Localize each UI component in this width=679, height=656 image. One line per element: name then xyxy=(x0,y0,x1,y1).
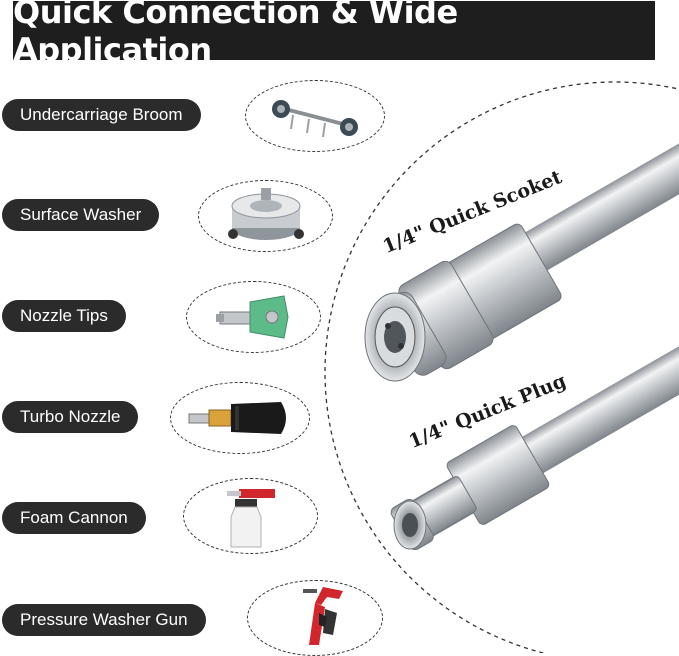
nozzle-tip-icon xyxy=(214,292,294,342)
foam-cannon-circle xyxy=(183,478,318,554)
surface-washer-icon xyxy=(221,184,311,248)
foam-cannon-icon xyxy=(211,481,291,551)
turbo-nozzle-circle xyxy=(170,382,310,454)
pressure-washer-gun-icon xyxy=(275,583,355,653)
application-pill-nozzle-tips: Nozzle Tips xyxy=(2,300,126,332)
undercarriage-broom-circle xyxy=(245,80,385,152)
application-pill-foam-cannon: Foam Cannon xyxy=(2,502,146,534)
pressure-washer-gun-circle xyxy=(247,580,383,656)
turbo-nozzle-icon xyxy=(185,396,295,440)
nozzle-tips-circle xyxy=(186,281,321,353)
application-pill-surface-washer: Surface Washer xyxy=(2,199,159,231)
application-pill-pressure-washer-gun: Pressure Washer Gun xyxy=(2,604,206,636)
application-pill-turbo-nozzle: Turbo Nozzle xyxy=(2,401,138,433)
application-pill-undercarriage-broom: Undercarriage Broom xyxy=(2,99,201,131)
undercarriage-broom-icon xyxy=(265,91,365,141)
surface-washer-circle xyxy=(198,180,333,252)
